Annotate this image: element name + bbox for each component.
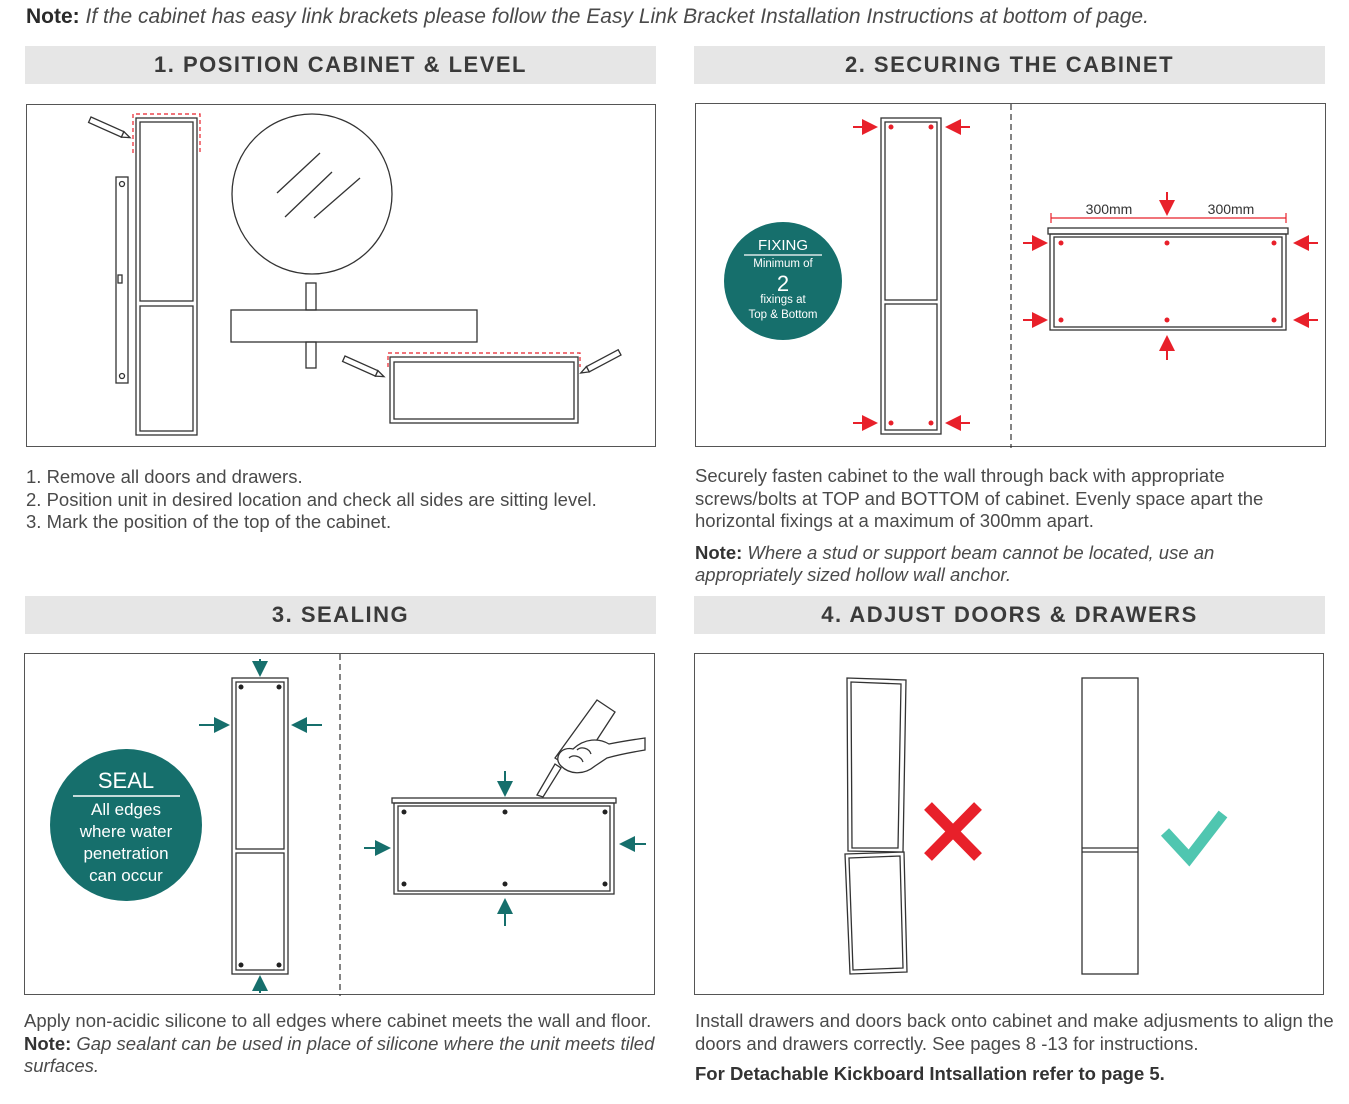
misaligned-cabinet [844,677,908,975]
wall-cabinet [393,802,615,895]
section-2-text: Securely fasten cabinet to the wall thro… [695,465,1325,587]
seal-badge-line2: where water [79,822,173,841]
position-cabinet-illustration [87,113,622,436]
cross-icon [924,802,982,861]
step-1: 1. Remove all doors and drawers. [26,466,303,487]
seal-badge-line1: All edges [91,800,161,819]
pencil-icon [341,355,386,378]
fixing-badge-title: FIXING [758,237,808,254]
section-4-text: Install drawers and doors back onto cabi… [695,1010,1335,1086]
section-1-diagram [26,104,656,447]
section-3-diagram: SEAL All edges where water penetration c… [24,653,655,996]
tall-cabinet [135,117,198,436]
step-3: 3. Mark the position of the top of the c… [26,511,392,532]
section-3-text: Apply non-acidic silicone to all edges w… [24,1010,664,1078]
top-note: Note: If the cabinet has easy link brack… [26,5,1149,29]
section-3-note-label: Note: [24,1032,72,1054]
section-3-note-text: Gap sealant can be used in place of sili… [24,1032,655,1077]
step-2: 2. Position unit in desired location and… [26,488,597,510]
side-panel [115,176,129,384]
section-2-note-label: Note: [695,541,743,563]
pencil-icon [87,116,132,139]
section-3-note: Note: Gap sealant can be used in place o… [24,1033,664,1078]
sealing-illustration: SEAL All edges where water penetration c… [50,654,646,996]
section-4-diagram [694,653,1324,995]
basin-top [230,309,478,343]
cabinet-top [1047,227,1289,235]
dimension-left: 300mm [1086,201,1133,217]
section-2-header: 2. SECURING THE CABINET [694,46,1325,84]
adjust-doors-illustration [844,677,1228,975]
section-1-steps: 1. Remove all doors and drawers. 2. Posi… [26,466,666,534]
silicone-gun-icon [536,699,646,798]
aligned-cabinet [1081,677,1139,975]
wall-cabinet [389,356,579,424]
section-3-body: Apply non-acidic silicone to all edges w… [24,1010,652,1031]
pencil-icon [579,348,622,374]
section-4-header: 4. ADJUST DOORS & DRAWERS [694,596,1325,634]
securing-cabinet-illustration: FIXING Minimum of 2 fixings at Top & Bot… [724,104,1318,448]
top-note-text: If the cabinet has easy link brackets pl… [85,5,1149,28]
dimension-right: 300mm [1208,201,1255,217]
section-2-body: Securely fasten cabinet to the wall thro… [695,465,1264,531]
section-2-note: Note: Where a stud or support beam canno… [695,542,1325,587]
fixing-badge-number: 2 [777,271,789,296]
section-4-footer: For Detachable Kickboard Intsallation re… [695,1063,1165,1084]
fixing-badge-line3: Top & Bottom [748,309,817,321]
cabinet-top [391,797,617,804]
fixing-badge [724,222,842,340]
section-1-header: 1. POSITION CABINET & LEVEL [25,46,656,84]
section-2-diagram: FIXING Minimum of 2 fixings at Top & Bot… [695,103,1326,448]
seal-badge-line3: penetration [83,844,168,863]
top-note-label: Note: [26,5,80,28]
fixing-badge-line2: fixings at [760,294,806,306]
seal-badge [50,749,202,901]
section-2-note-text: Where a stud or support beam cannot be l… [695,541,1215,586]
seal-badge-line4: can occur [89,866,163,885]
section-4-body: Install drawers and doors back onto cabi… [695,1010,1334,1054]
round-mirror [231,113,393,275]
section-3-header: 3. SEALING [25,596,656,634]
fixing-badge-line1: Minimum of [753,258,813,270]
tall-cabinet [880,117,942,435]
check-icon [1160,810,1228,867]
seal-badge-title: SEAL [98,768,154,793]
tall-cabinet [231,677,289,975]
wall-cabinet [1049,233,1287,331]
